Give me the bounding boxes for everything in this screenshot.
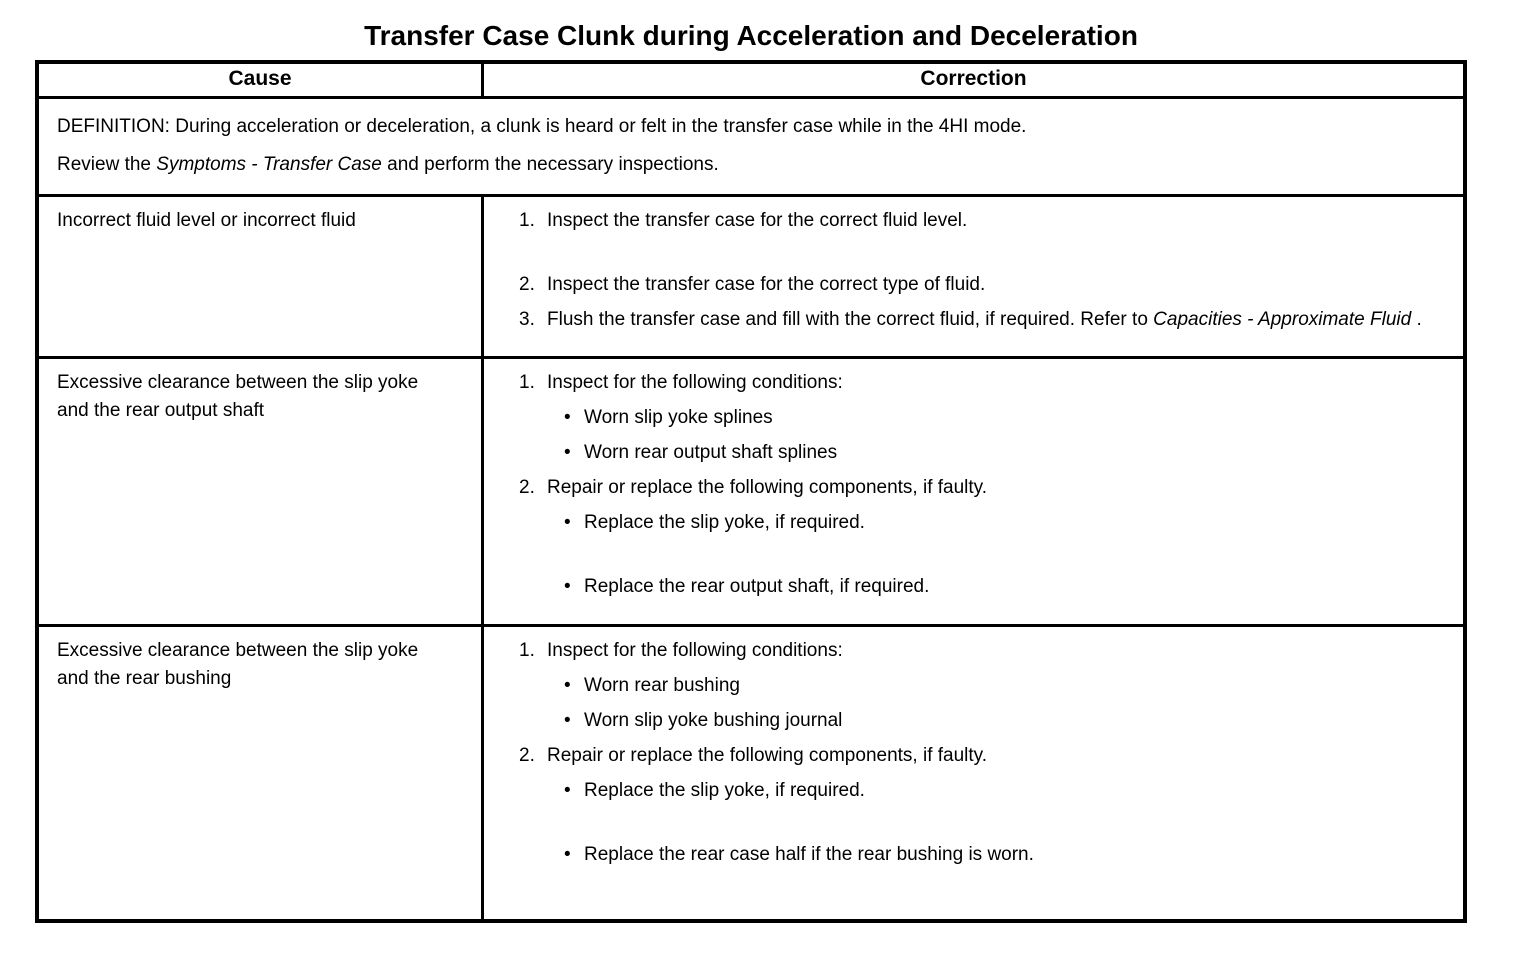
step-text: Inspect for the following conditions: <box>547 372 843 393</box>
bullet-icon: • <box>564 407 571 428</box>
bullet-icon: • <box>564 576 571 597</box>
table-row: Excessive clearance between the slip yok… <box>39 359 1463 627</box>
bullet-icon: • <box>564 512 571 533</box>
header-cause: Cause <box>39 64 484 96</box>
cause-cell: Incorrect fluid level or incorrect fluid <box>39 197 484 356</box>
troubleshooting-table: Cause Correction DEFINITION: During acce… <box>35 60 1467 923</box>
step-text: Repair or replace the following componen… <box>547 477 988 498</box>
table-row: Excessive clearance between the slip yok… <box>39 627 1463 919</box>
bullet-icon: • <box>564 844 571 865</box>
correction-bullet: • Replace the slip yoke, if required. <box>484 509 1423 537</box>
step-number: 2. <box>519 745 535 766</box>
bullet-text: Replace the slip yoke, if required. <box>584 512 865 533</box>
cause-cell: Excessive clearance between the slip yok… <box>39 359 484 624</box>
step-text: Inspect for the following conditions: <box>547 640 843 661</box>
correction-bullet: • Worn slip yoke splines <box>484 404 1423 432</box>
bullet-text: Worn rear bushing <box>584 675 740 696</box>
bullet-icon: • <box>564 442 571 463</box>
correction-step: 1. Inspect for the following conditions: <box>484 637 1423 665</box>
correction-step: 2. Repair or replace the following compon… <box>484 474 1423 502</box>
step-number: 1. <box>519 372 535 393</box>
correction-step: 2. Repair or replace the following compon… <box>484 742 1423 770</box>
cause-text: Excessive clearance between the slip yok… <box>57 372 419 421</box>
correction-bullet: • Worn rear output shaft splines <box>484 439 1423 467</box>
step-reference: Capacities - Approximate Fluid <box>1153 309 1412 330</box>
correction-step: 1. Inspect for the following conditions: <box>484 369 1423 397</box>
step-text: Inspect the transfer case for the correc… <box>547 274 986 295</box>
step-number: 2. <box>519 477 535 498</box>
bullet-text: Replace the slip yoke, if required. <box>584 780 865 801</box>
bullet-icon: • <box>564 780 571 801</box>
correction-step: 2. Inspect the transfer case for the corr… <box>484 271 1423 299</box>
cause-cell: Excessive clearance between the slip yok… <box>39 627 484 919</box>
correction-step: 3. Flush the transfer case and fill with … <box>484 306 1423 334</box>
bullet-icon: • <box>564 710 571 731</box>
step-text: Flush the transfer case and fill with th… <box>547 309 1154 330</box>
header-correction: Correction <box>920 67 1027 90</box>
definition-reference: Symptoms - Transfer Case <box>156 154 382 175</box>
definition-line-1: DEFINITION: During acceleration or decel… <box>57 116 1027 137</box>
bullet-text: Worn slip yoke bushing journal <box>584 710 843 731</box>
definition-line-2: Review the Symptoms - Transfer Case and … <box>57 154 719 175</box>
page-title: Transfer Case Clunk during Acceleration … <box>364 20 1138 51</box>
correction-bullet: • Replace the slip yoke, if required. <box>484 777 1423 805</box>
table-header-row: Cause Correction <box>39 64 1463 99</box>
step-number: 2. <box>519 274 535 295</box>
bullet-icon: • <box>564 675 571 696</box>
cause-text: Excessive clearance between the slip yok… <box>57 640 419 689</box>
definition-row: DEFINITION: During acceleration or decel… <box>39 99 1463 197</box>
correction-cell: 1. Inspect the transfer case for the corr… <box>484 197 1463 356</box>
correction-bullet: • Replace the rear case half if the rear … <box>484 841 1423 869</box>
correction-bullet: • Worn slip yoke bushing journal <box>484 707 1423 735</box>
bullet-text: Replace the rear case half if the rear b… <box>584 844 1034 865</box>
bullet-text: Worn slip yoke splines <box>584 407 773 428</box>
step-text: Inspect the transfer case for the correc… <box>547 210 968 231</box>
table-row: Incorrect fluid level or incorrect fluid… <box>39 197 1463 359</box>
bullet-text: Replace the rear output shaft, if requir… <box>584 576 930 597</box>
bullet-text: Worn rear output shaft splines <box>584 442 838 463</box>
step-text: Repair or replace the following componen… <box>547 745 988 766</box>
correction-cell: 1.Inspect for the following conditions: … <box>484 627 1463 919</box>
step-number: 1. <box>519 210 535 231</box>
cause-text: Incorrect fluid level or incorrect fluid <box>57 210 356 231</box>
correction-bullet: • Worn rear bushing <box>484 672 1423 700</box>
correction-cell: 1.Inspect for the following conditions: … <box>484 359 1463 624</box>
correction-bullet: • Replace the rear output shaft, if requi… <box>484 573 1423 601</box>
step-number: 3. <box>519 309 535 330</box>
correction-step: 1. Inspect the transfer case for the corr… <box>484 207 1423 235</box>
step-number: 1. <box>519 640 535 661</box>
